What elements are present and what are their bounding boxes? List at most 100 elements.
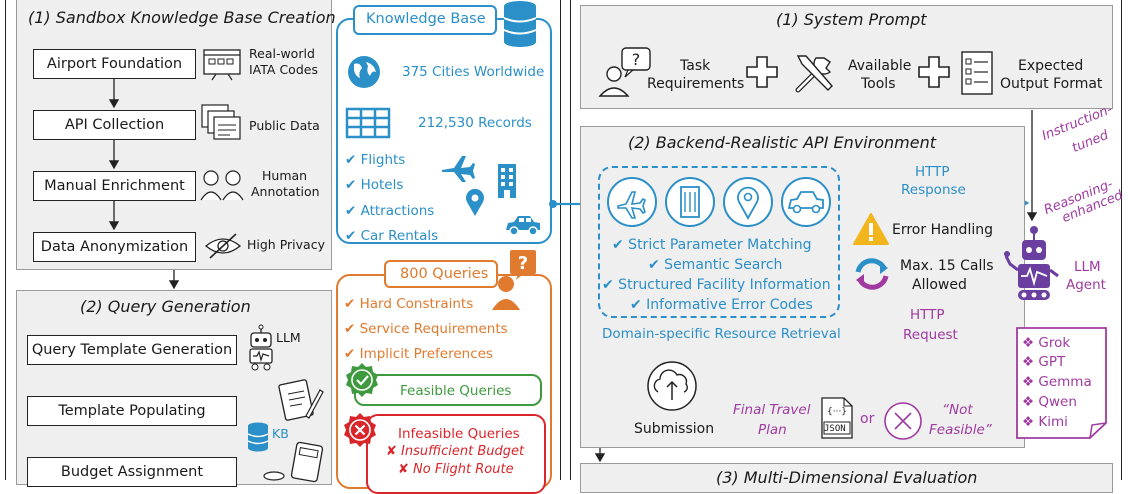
x-circle-icon [884, 402, 922, 440]
json-label: JSON [824, 424, 846, 434]
eye-slash-icon [204, 233, 242, 259]
system-prompt-title: (1) System Prompt [776, 10, 927, 29]
records-label: 212,530 Records [418, 115, 532, 131]
globe-icon [348, 56, 380, 88]
model-kimi: ❖ Kimi [1022, 414, 1068, 430]
api-airplane-icon [607, 177, 657, 227]
model-list-note [1016, 327, 1107, 439]
airplane-icon [442, 156, 475, 182]
warning-icon [853, 213, 889, 245]
or-label: or [860, 411, 875, 427]
iata-label-line1: Real-world [249, 46, 315, 61]
http-response-line1: HTTP [915, 164, 950, 180]
expected-format-line2: Output Format [1000, 76, 1103, 92]
cloud-upload-icon [647, 361, 697, 411]
x-badge-icon [344, 413, 376, 447]
api-features-dashed-box [598, 166, 840, 318]
llm-agent-line2: Agent [1066, 277, 1106, 293]
step-template-populating: Template Populating [27, 396, 237, 426]
tools-icon [795, 55, 833, 93]
svg-text:?: ? [632, 50, 641, 69]
kb-item-flights: ✔ Flights [345, 152, 406, 168]
kb-database-icon [247, 422, 269, 452]
query-item-service-requirements: ✔ Service Requirements [344, 321, 508, 337]
model-grok: ❖ Grok [1022, 335, 1071, 351]
http-request-line2: Request [903, 327, 958, 343]
llm-label: LLM [276, 330, 301, 345]
llm-agent-robot-icon [1004, 226, 1059, 300]
http-response-line2: Response [901, 182, 966, 198]
query-item-implicit-preferences: ✔ Implicit Preferences [344, 346, 493, 362]
human-annotation-line2: Annotation [251, 184, 320, 199]
expected-format-line1: Expected [1018, 58, 1084, 74]
airport-computer-icon [203, 49, 241, 81]
http-request-line1: HTTP [910, 307, 945, 323]
knowledge-base-title-pill [353, 5, 497, 35]
system-prompt-panel [580, 5, 1113, 109]
feasible-queries-label: Feasible Queries [400, 383, 512, 399]
feature-semantic-search: ✔ Semantic Search [648, 257, 783, 273]
svg-text:?: ? [518, 253, 528, 274]
person-question-icon: ? [598, 47, 651, 97]
model-gemma: ❖ Gemma [1022, 374, 1092, 390]
human-annotation-line1: Human [262, 168, 308, 183]
api-building-icon [665, 177, 715, 227]
plus-icon-1 [746, 56, 778, 88]
kb-label: KB [272, 426, 289, 441]
clipboard-pen-icon [278, 379, 324, 421]
step-budget-assignment: Budget Assignment [27, 457, 237, 487]
task-requirements-line2: Requirements [647, 76, 745, 92]
final-plan-line2: Plan [758, 422, 787, 438]
feature-error-codes: ✔ Informative Error Codes [630, 297, 813, 313]
database-icon [503, 1, 537, 47]
retrieval-label: Domain-specific Resource Retrieval [602, 326, 841, 342]
available-tools-line2: Tools [861, 76, 896, 92]
feature-strict-matching: ✔ Strict Parameter Matching [612, 237, 812, 253]
infeasible-item-budget: ✘ Insufficient Budget [386, 444, 525, 459]
question-person-icon: ? [492, 250, 536, 310]
human-annotators-icon [200, 170, 244, 201]
hotel-building-icon [498, 164, 516, 198]
available-tools-line1: Available [848, 58, 912, 74]
queries-title: 800 Queries [400, 266, 489, 282]
json-braces: {···} [827, 407, 848, 417]
submission-label: Submission [634, 421, 715, 437]
documents-icon [201, 104, 241, 140]
left-frame-border [5, 0, 561, 480]
robot-icon [249, 324, 273, 371]
public-data-label: Public Data [249, 118, 320, 133]
feature-structured-info: ✔ Structured Facility Information [602, 277, 831, 293]
final-plan-line1: Final Travel [733, 402, 811, 418]
step-data-anonymization: Data Anonymization [33, 232, 196, 262]
backend-title: (2) Backend-Realistic API Environment [628, 133, 937, 152]
json-file-icon [821, 397, 853, 439]
feasible-queries-box [354, 374, 542, 406]
query-item-hard-constraints: ✔ Hard Constraints [344, 296, 474, 312]
retry-cycle-icon [855, 258, 889, 290]
api-pin-icon [723, 177, 773, 227]
error-handling-label: Error Handling [892, 222, 993, 238]
step-manual-enrichment: Manual Enrichment [33, 171, 196, 201]
location-pin-icon [466, 188, 484, 216]
api-car-icon [781, 177, 831, 227]
queries-title-pill [384, 260, 498, 288]
model-qwen: ❖ Qwen [1022, 394, 1077, 410]
model-gpt: ❖ GPT [1022, 354, 1066, 370]
table-icon [345, 107, 391, 139]
check-badge-icon [346, 363, 378, 397]
kb-item-car-rentals: ✔ Car Rentals [345, 228, 439, 244]
infeasible-item-flight-route: ✘ No Flight Route [398, 462, 514, 477]
cities-label: 375 Cities Worldwide [402, 64, 545, 80]
kb-item-hotels: ✔ Hotels [345, 177, 404, 193]
kb-item-attractions: ✔ Attractions [345, 203, 435, 219]
checklist-icon [961, 51, 993, 95]
infeasible-queries-title: Infeasible Queries [398, 426, 520, 442]
max-calls-line1: Max. 15 Calls [900, 258, 994, 274]
not-feasible-line1: “Not [942, 402, 973, 418]
plus-icon-2 [918, 56, 950, 88]
sandbox-title: (1) Sandbox Knowledge Base Creation [28, 8, 336, 27]
step-query-template-generation: Query Template Generation [27, 335, 237, 365]
car-icon [506, 216, 540, 236]
step-api-collection: API Collection [33, 110, 196, 140]
not-feasible-line2: Feasible” [929, 422, 992, 438]
